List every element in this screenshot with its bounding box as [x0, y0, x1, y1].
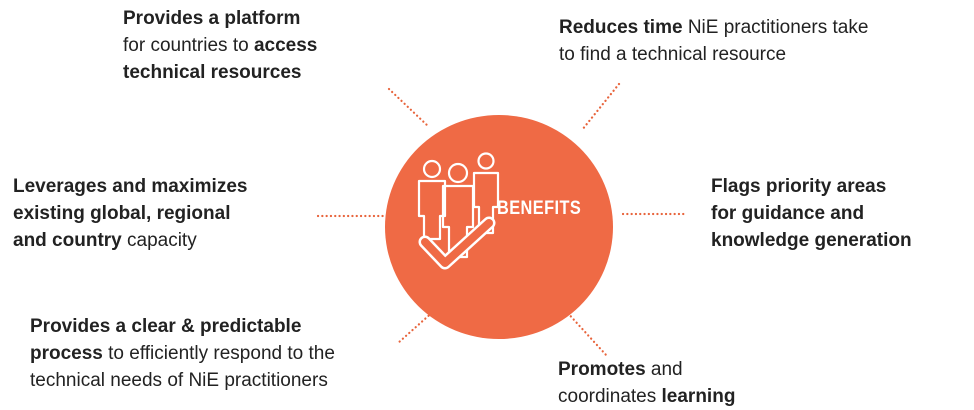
benefit-line: for countries to access: [123, 32, 317, 59]
people-checkmark-icon: [417, 152, 500, 270]
benefit-reduces-time: Reduces time NiE practitioners take to fi…: [559, 14, 868, 68]
benefit-line: process to efficiently respond to the: [30, 340, 335, 367]
benefit-text: to efficiently respond to the: [102, 343, 335, 364]
benefit-text: capacity: [121, 230, 197, 251]
benefit-text: technical needs of NiE practitioners: [30, 370, 328, 391]
benefit-text-bold: and country: [13, 230, 122, 251]
benefit-line: Reduces time NiE practitioners take: [559, 14, 868, 41]
benefit-line: existing global, regional: [13, 200, 247, 227]
connector-bottom-right: [563, 308, 609, 358]
connector-top-right: [580, 82, 621, 132]
benefit-flags-priorities: Flags priority areas for guidance and know…: [711, 173, 912, 254]
benefit-text-bold: Provides a clear & predictable: [30, 316, 302, 337]
benefit-text-bold: access: [253, 35, 318, 56]
benefit-line: Leverages and maximizes: [13, 173, 247, 200]
benefit-line: for guidance and: [711, 200, 912, 227]
benefit-text-bold: for guidance and: [711, 203, 865, 224]
benefit-line: and country capacity: [13, 227, 247, 254]
connector-top-left: [387, 87, 431, 129]
benefits-hub: BENEFITS: [385, 115, 613, 339]
benefit-text-bold: Promotes: [558, 359, 646, 380]
benefit-text: and: [645, 359, 683, 380]
benefit-line: coordinates learning: [558, 383, 735, 410]
benefit-line: Provides a clear & predictable: [30, 313, 335, 340]
benefit-text-bold: Leverages and maximizes: [13, 176, 248, 197]
benefit-clear-process: Provides a clear & predictable process to…: [30, 313, 335, 394]
benefit-line: technical needs of NiE practitioners: [30, 367, 335, 394]
benefit-text-bold: knowledge generation: [711, 230, 912, 251]
benefit-line: knowledge generation: [711, 227, 912, 254]
benefit-text-bold: technical resources: [123, 62, 302, 83]
benefit-text-bold: process: [30, 343, 103, 364]
benefit-text: to find a technical resource: [559, 44, 787, 65]
benefit-line: Provides a platform: [123, 5, 317, 32]
benefit-line: Flags priority areas: [711, 173, 912, 200]
benefit-line: to find a technical resource: [559, 41, 868, 68]
benefit-text: for countries to: [123, 35, 254, 56]
benefit-text-bold: Flags priority areas: [711, 176, 887, 197]
hub-label: BENEFITS: [497, 198, 582, 219]
benefit-leverages-capacity: Leverages and maximizes existing global, …: [13, 173, 247, 254]
benefit-access-resources: Provides a platform for countries to acce…: [123, 5, 317, 86]
benefit-line: Promotes and: [558, 356, 735, 383]
benefit-text-bold: learning: [661, 386, 736, 407]
benefit-text: NiE practitioners take: [682, 17, 869, 38]
benefit-line: technical resources: [123, 59, 317, 86]
benefit-text: coordinates: [558, 386, 662, 407]
benefit-text-bold: Provides a platform: [123, 8, 301, 29]
benefit-text-bold: Reduces time: [559, 17, 683, 38]
benefit-text-bold: existing global, regional: [13, 203, 231, 224]
